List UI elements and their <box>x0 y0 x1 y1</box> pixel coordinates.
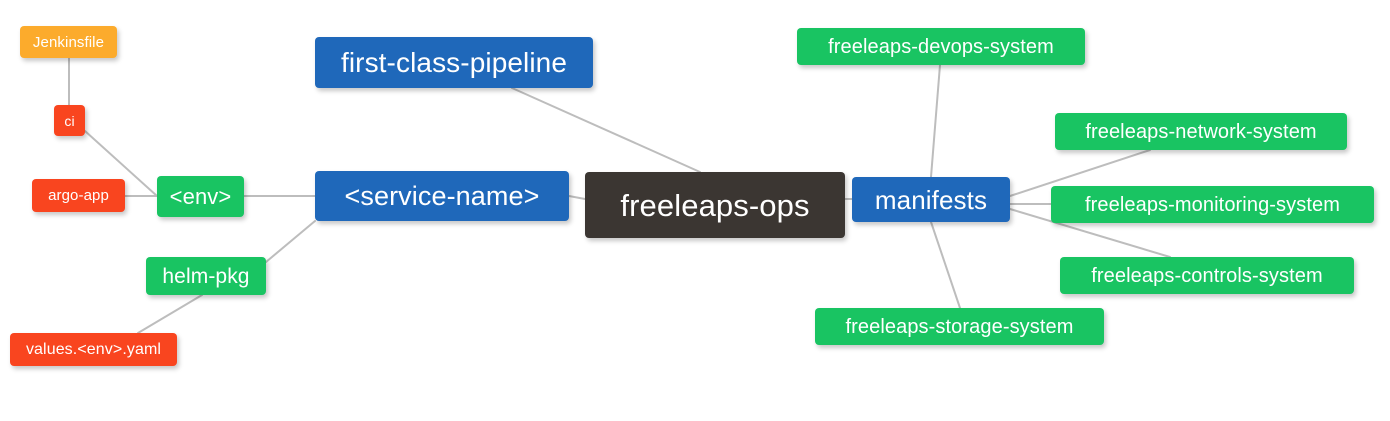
node-label: Jenkinsfile <box>32 33 105 51</box>
node-label: <service-name> <box>344 180 540 211</box>
edge-first-class-pipeline-to-freeleaps-ops <box>511 87 701 173</box>
node-label: helm-pkg <box>162 264 250 288</box>
node-values-yaml[interactable]: values.<env>.yaml <box>10 333 177 366</box>
node-label: freeleaps-network-system <box>1085 120 1317 143</box>
node-label: first-class-pipeline <box>340 46 568 78</box>
node-jenkinsfile[interactable]: Jenkinsfile <box>20 26 117 58</box>
node-label: <env> <box>169 183 232 209</box>
node-manifests[interactable]: manifests <box>852 177 1010 222</box>
node-label: values.<env>.yaml <box>25 340 162 358</box>
node-label: freeleaps-storage-system <box>845 315 1074 338</box>
edge-service-name-to-freeleaps-ops <box>568 195 586 200</box>
node-freeleaps-ops[interactable]: freeleaps-ops <box>585 172 845 238</box>
edge-manifests-to-storage-system <box>930 221 961 309</box>
node-argo-app[interactable]: argo-app <box>32 179 125 212</box>
node-devops-system[interactable]: freeleaps-devops-system <box>797 28 1085 65</box>
node-network-system[interactable]: freeleaps-network-system <box>1055 113 1347 150</box>
node-env[interactable]: <env> <box>157 176 244 217</box>
edge-service-name-to-helm-pkg <box>265 220 316 263</box>
node-ci[interactable]: ci <box>54 105 85 136</box>
node-first-class-pipeline[interactable]: first-class-pipeline <box>315 37 593 88</box>
node-label: freeleaps-controls-system <box>1091 264 1323 287</box>
node-label: freeleaps-ops <box>620 187 810 223</box>
node-label: argo-app <box>48 187 109 204</box>
node-label: ci <box>64 112 75 129</box>
node-service-name[interactable]: <service-name> <box>315 171 569 221</box>
node-label: manifests <box>874 184 988 215</box>
node-helm-pkg[interactable]: helm-pkg <box>146 257 266 295</box>
node-storage-system[interactable]: freeleaps-storage-system <box>815 308 1104 345</box>
node-label: freeleaps-monitoring-system <box>1084 193 1340 216</box>
node-controls-system[interactable]: freeleaps-controls-system <box>1060 257 1354 294</box>
edge-helm-pkg-to-values-yaml <box>137 294 203 334</box>
node-label: freeleaps-devops-system <box>828 35 1054 58</box>
node-monitoring-system[interactable]: freeleaps-monitoring-system <box>1051 186 1374 223</box>
edge-manifests-to-devops-system <box>930 64 941 178</box>
